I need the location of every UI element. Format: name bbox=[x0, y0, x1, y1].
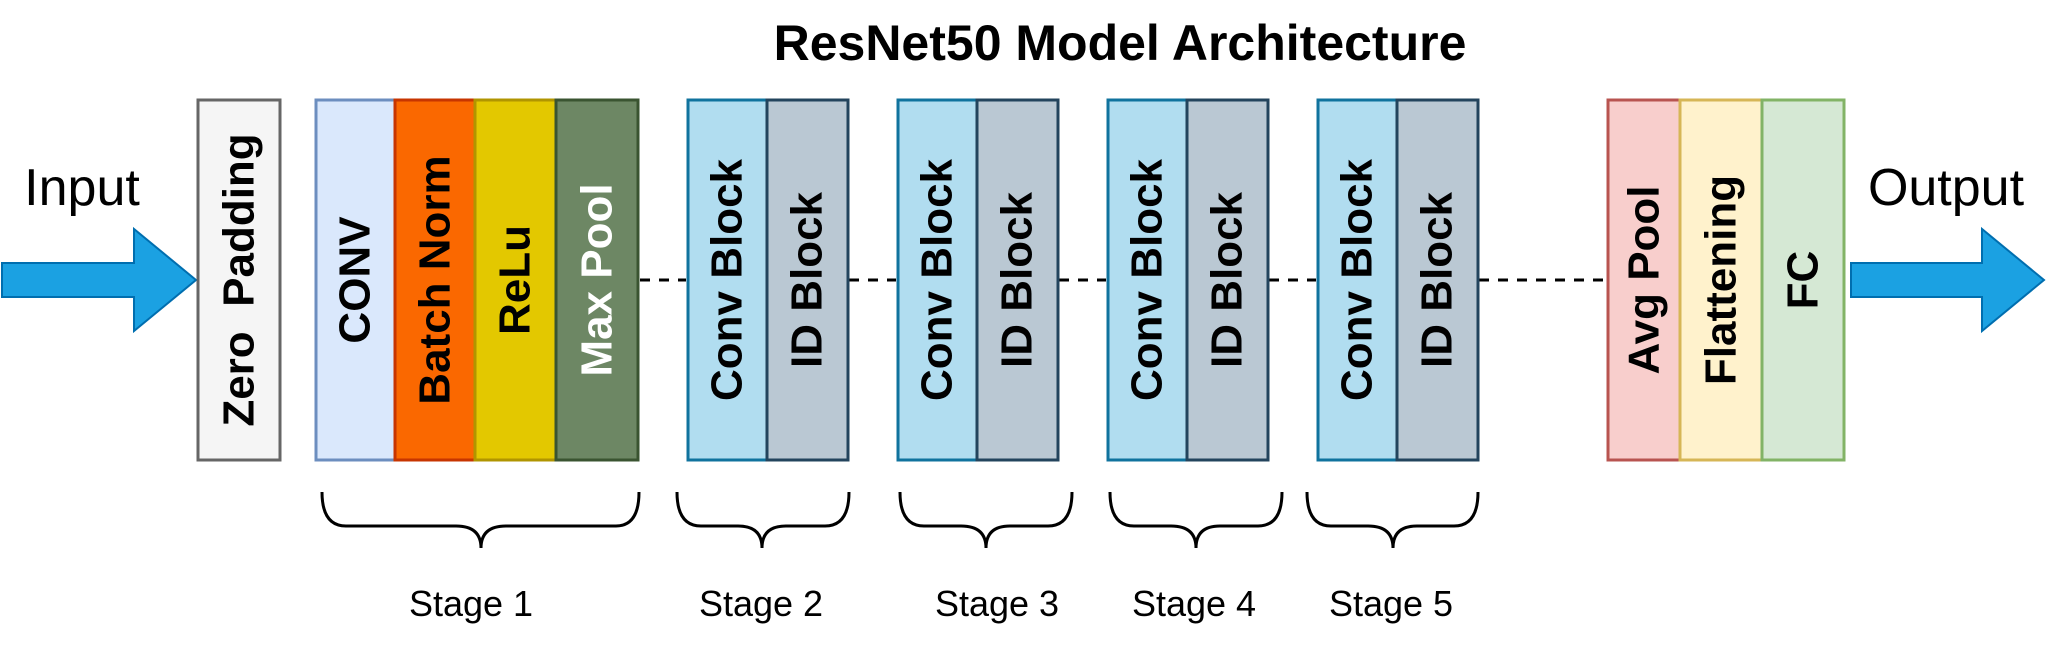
stage2-brace bbox=[675, 491, 851, 549]
stage4-label: Stage 4 bbox=[1132, 583, 1256, 624]
avg-pool-label: Avg Pool bbox=[1620, 185, 1669, 374]
stage1-brace bbox=[320, 491, 641, 549]
stage3-id-block-label: ID Block bbox=[993, 191, 1042, 368]
stage4-id-block bbox=[1185, 98, 1270, 462]
stage5-conv-block bbox=[1316, 98, 1399, 462]
stage3-label: Stage 3 bbox=[935, 583, 1059, 624]
stage2-id-block-label: ID Block bbox=[783, 191, 832, 368]
diagram-title: ResNet50 Model Architecture bbox=[774, 15, 1467, 71]
fc-label: FC bbox=[1779, 251, 1828, 310]
conv-label: CONV bbox=[331, 216, 380, 344]
avg-pool-block bbox=[1606, 98, 1682, 462]
stage2-label: Stage 2 bbox=[699, 583, 823, 624]
stage3-brace bbox=[898, 491, 1074, 549]
zero-padding-label: Zero Padding bbox=[215, 133, 264, 426]
stage4-conv-block bbox=[1106, 98, 1189, 462]
input-label: Input bbox=[24, 159, 140, 217]
stage5-brace bbox=[1305, 491, 1480, 549]
flattening-label: Flattening bbox=[1697, 175, 1746, 385]
batch-norm-block bbox=[393, 98, 477, 462]
max-pool-label: Max Pool bbox=[573, 183, 622, 376]
relu-label: ReLu bbox=[491, 225, 540, 335]
stage2-id-block bbox=[765, 98, 850, 462]
stage3-conv-block bbox=[896, 98, 979, 462]
stage5-id-block-label: ID Block bbox=[1413, 191, 1462, 368]
stage3-id-block bbox=[975, 98, 1060, 462]
stage4-id-block-label: ID Block bbox=[1203, 191, 1252, 368]
fc-block bbox=[1760, 98, 1846, 462]
stage1-label: Stage 1 bbox=[409, 583, 533, 624]
relu-block bbox=[473, 98, 558, 462]
max-pool-block bbox=[554, 98, 640, 462]
stage5-conv-block-label: Conv Block bbox=[1333, 158, 1382, 401]
zero-padding-block bbox=[196, 98, 282, 462]
stage3-conv-block-label: Conv Block bbox=[913, 158, 962, 401]
input-arrow-icon bbox=[1, 226, 198, 334]
stage2-conv-block bbox=[686, 98, 769, 462]
stage4-conv-block-label: Conv Block bbox=[1123, 158, 1172, 401]
output-label: Output bbox=[1868, 159, 2025, 217]
stage2-conv-block-label: Conv Block bbox=[703, 158, 752, 401]
stage5-label: Stage 5 bbox=[1329, 583, 1453, 624]
batch-norm-label: Batch Norm bbox=[411, 155, 460, 404]
stage4-brace bbox=[1108, 491, 1284, 549]
output-arrow-icon bbox=[1850, 226, 2046, 334]
stage5-id-block bbox=[1395, 98, 1480, 462]
